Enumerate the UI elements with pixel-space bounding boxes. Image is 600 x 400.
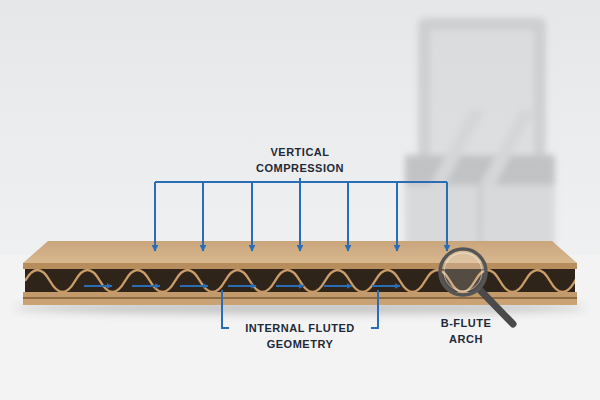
flow-arrow <box>372 285 400 287</box>
corrugated-board <box>23 241 600 305</box>
flow-arrow <box>276 285 304 287</box>
flow-arrows <box>84 285 400 287</box>
compression-label: VERTICAL COMPRESSION <box>240 144 360 176</box>
flow-arrow <box>84 285 112 287</box>
flow-arrow <box>324 285 352 287</box>
flow-arrow <box>132 285 160 287</box>
flow-arrow <box>228 285 256 287</box>
fluted-geometry-label: INTERNAL FLUTED GEOMETRY <box>230 320 370 352</box>
compression-arrows <box>155 178 447 251</box>
table-surface <box>0 255 600 400</box>
flute-arch-label: B-FLUTE ARCH <box>430 315 502 347</box>
background-stand <box>405 18 555 253</box>
magnifier-icon <box>440 249 513 324</box>
flow-arrow <box>180 285 208 287</box>
